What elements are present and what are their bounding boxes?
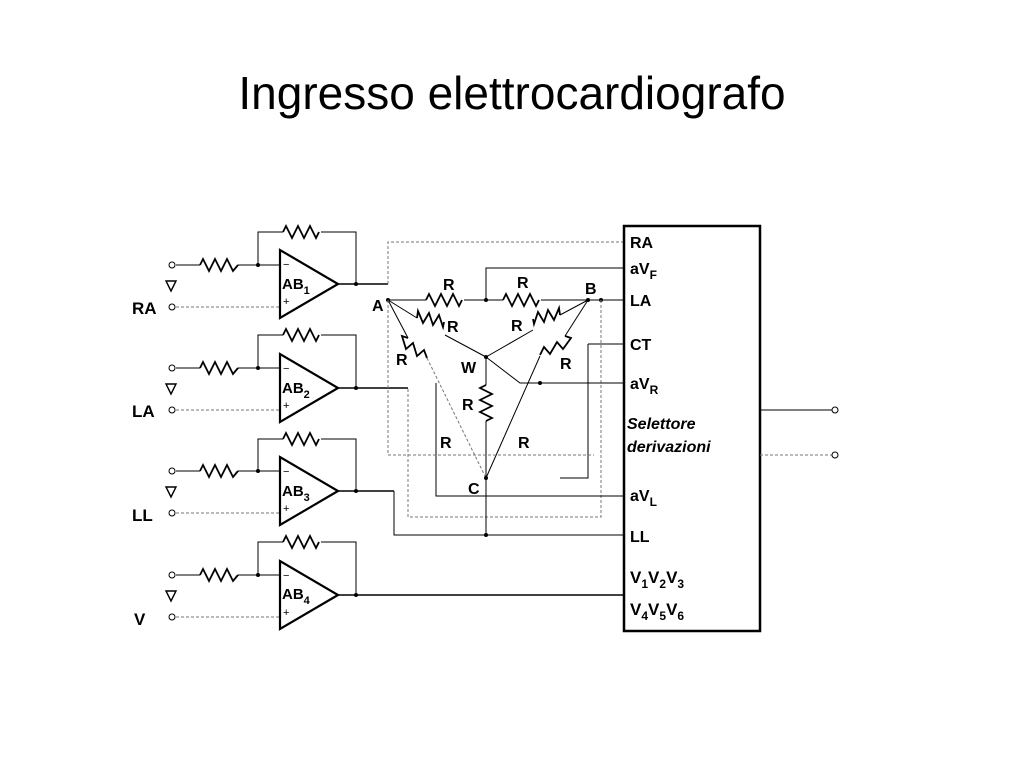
lead-selector: RA aVF LA CT aVR Selettore derivazioni a… (622, 224, 839, 633)
selector-caption-2: derivazioni (627, 439, 711, 456)
resistor-label-1: R (443, 277, 455, 294)
input-resistor-3 (199, 462, 239, 480)
amp-4-plus: + (283, 607, 289, 619)
selector-v-group-2: V4V5V6 (630, 600, 684, 623)
input-resistor-2 (199, 359, 239, 377)
resistor-b-c (539, 335, 573, 356)
input-label-ll: LL (132, 506, 153, 525)
amplifier-stage-4: − + AB4 (164, 533, 624, 631)
resistor-label-4: R (511, 318, 523, 335)
amp-3 (278, 455, 341, 527)
resistor-network (386, 241, 624, 537)
node-a-label: A (372, 298, 384, 315)
selector-row-ll: LL (630, 529, 650, 546)
amplifier-stage-2: − + AB2 (164, 326, 408, 424)
selector-v-group-1: V1V2V3 (630, 568, 684, 591)
amp-2-minus: − (283, 363, 289, 375)
input-label-ra: RA (132, 299, 157, 318)
selector-box (622, 224, 762, 633)
resistor-label-5: R (396, 352, 408, 369)
resistor-label-7: R (462, 397, 474, 414)
amp-4-label: AB4 (282, 586, 311, 607)
resistor-label-3: R (447, 319, 459, 336)
feedback-resistor-4 (282, 533, 320, 551)
resistor-b-w (532, 304, 561, 328)
amp-2 (278, 352, 341, 424)
amp-1-plus: + (283, 296, 289, 308)
resistor-label-9: R (518, 435, 530, 452)
input-label-v: V (134, 610, 146, 629)
amp-4 (278, 559, 341, 631)
resistor-label-2: R (517, 275, 529, 292)
feedback-resistor-2 (282, 326, 320, 344)
amplifier-stage-3: − + AB3 (164, 430, 394, 527)
input-resistor-4 (199, 566, 239, 584)
selector-row-avf: aVF (630, 261, 657, 282)
selector-row-avr: aVR (630, 376, 659, 397)
feedback-resistor-3 (282, 430, 320, 448)
selector-caption-1: Selettore (627, 416, 696, 433)
amp-3-minus: − (283, 466, 289, 478)
amp-1 (278, 248, 341, 320)
resistor-a-mid (425, 291, 463, 309)
selector-row-ct: CT (630, 337, 652, 354)
resistor-mid-b (502, 291, 540, 309)
resistor-a-c (400, 334, 428, 359)
feedback-resistor-1 (282, 223, 320, 241)
amp-3-label: AB3 (282, 483, 310, 504)
amp-1-minus: − (283, 259, 289, 271)
slide-title: Ingresso elettrocardiografo (238, 67, 786, 119)
selector-row-la: LA (630, 293, 652, 310)
amp-1-label: AB1 (282, 276, 310, 297)
amp-2-plus: + (283, 400, 289, 412)
resistor-label-8: R (440, 435, 452, 452)
resistor-w-c (477, 384, 495, 422)
node-b-label: B (585, 281, 597, 298)
node-w-label: W (461, 360, 477, 377)
input-resistor-1 (199, 256, 239, 274)
selector-row-avl: aVL (630, 488, 657, 509)
amp-3-plus: + (283, 503, 289, 515)
resistor-a-w (416, 307, 445, 331)
amplifier-stage-1: − + AB1 (164, 223, 388, 320)
resistor-label-6: R (560, 356, 572, 373)
node-c-label: C (468, 481, 480, 498)
selector-row-ra: RA (630, 235, 654, 252)
amp-4-minus: − (283, 570, 289, 582)
amp-2-label: AB2 (282, 380, 310, 401)
input-label-la: LA (132, 402, 155, 421)
